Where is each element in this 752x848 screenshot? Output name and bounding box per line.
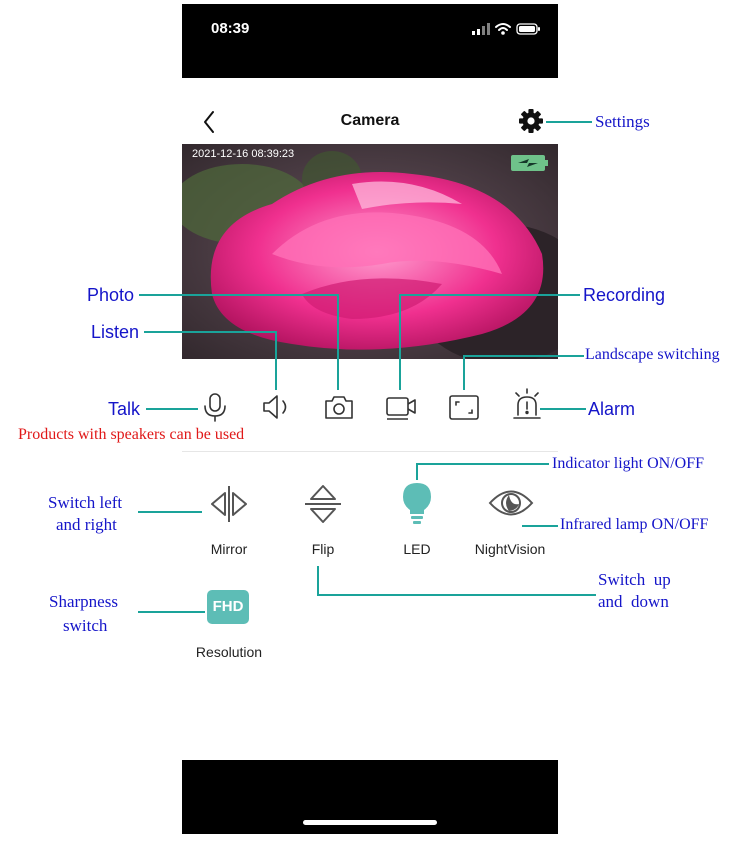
divider xyxy=(182,451,558,452)
annotation-talk: Talk xyxy=(108,399,141,419)
flip-label: Flip xyxy=(311,541,335,557)
annotation-listen: Listen xyxy=(91,322,140,342)
wifi-icon xyxy=(495,23,511,31)
video-timestamp: 2021-12-16 08:39:23 xyxy=(192,148,295,160)
led-bulb-icon[interactable] xyxy=(400,480,434,526)
signal-icon xyxy=(472,23,490,35)
annotation-indicator: Indicator light ON/OFF xyxy=(552,455,704,472)
annotation-alarm: Alarm xyxy=(588,399,636,419)
gear-icon[interactable] xyxy=(516,106,546,136)
alarm-icon[interactable] xyxy=(510,388,544,422)
resolution-label: Resolution xyxy=(195,644,263,660)
resolution-button[interactable]: FHD xyxy=(207,590,249,624)
fullscreen-icon[interactable] xyxy=(447,390,481,424)
back-icon[interactable] xyxy=(196,108,224,136)
battery-status-icon xyxy=(516,23,540,35)
led-label: LED xyxy=(403,541,431,557)
annotation-landscape: Landscape switching xyxy=(585,346,720,363)
battery-icon xyxy=(511,155,548,171)
microphone-icon[interactable] xyxy=(198,390,232,424)
camera-icon[interactable] xyxy=(322,390,356,424)
home-indicator[interactable] xyxy=(303,820,437,825)
annotation-switch-ud-1: Switch up xyxy=(598,570,671,589)
annotation-photo: Photo xyxy=(87,285,135,305)
annotation-recording: Recording xyxy=(583,285,666,305)
annotation-switch-lr-2: and right xyxy=(56,515,117,534)
nightvision-label: NightVision xyxy=(474,541,546,557)
annotation-switch-lr-1: Switch left xyxy=(48,493,123,512)
status-icons xyxy=(472,23,540,35)
annotation-speakers-note: Products with speakers can be used xyxy=(18,426,245,443)
page-title: Camera xyxy=(340,112,400,129)
live-video[interactable] xyxy=(182,144,558,359)
video-record-icon[interactable] xyxy=(384,390,418,424)
annotation-sharpness-2: switch xyxy=(63,616,108,635)
mirror-label: Mirror xyxy=(210,541,248,557)
annotation-infrared: Infrared lamp ON/OFF xyxy=(560,516,709,533)
speaker-icon[interactable] xyxy=(259,390,293,424)
annotation-sharpness-1: Sharpness xyxy=(49,592,118,611)
night-vision-eye-icon[interactable] xyxy=(487,484,535,522)
flip-icon[interactable] xyxy=(302,482,344,526)
mirror-icon[interactable] xyxy=(207,484,251,524)
annotation-switch-ud-2: and down xyxy=(598,592,669,611)
annotation-settings: Settings xyxy=(595,112,650,131)
status-time: 08:39 xyxy=(211,20,250,37)
